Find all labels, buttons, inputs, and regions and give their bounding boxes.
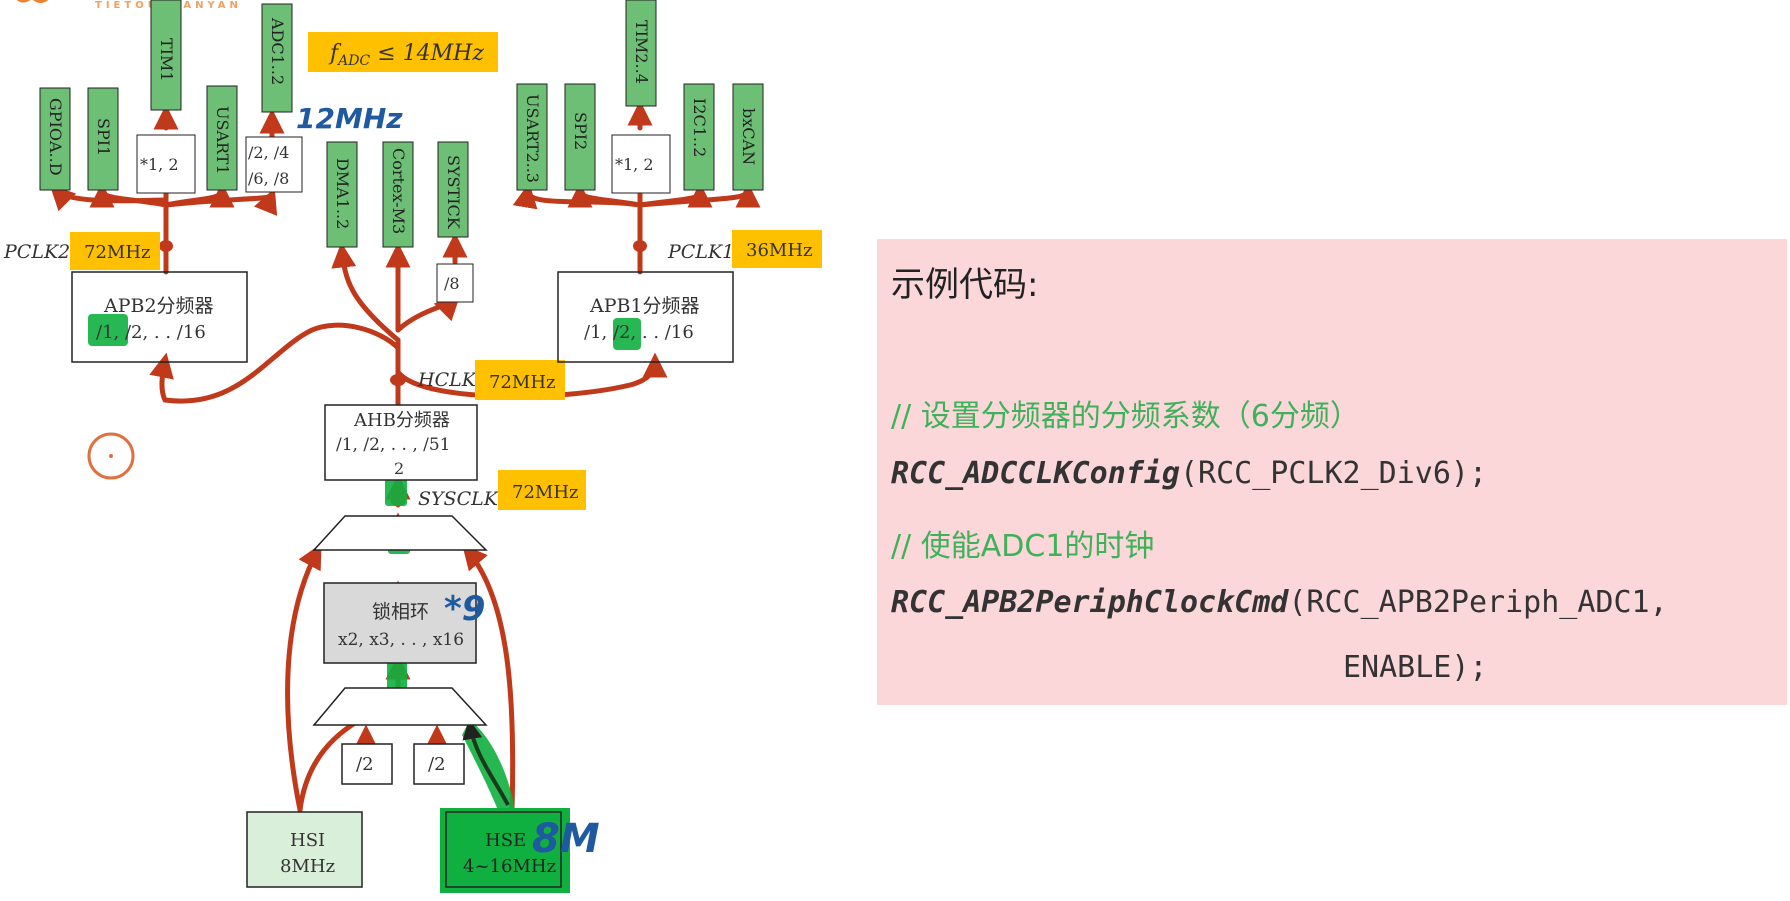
svg-text:ADC1..2: ADC1..2 xyxy=(268,17,287,85)
code-args-adcclk: (RCC_PCLK2_Div6); xyxy=(1179,456,1488,491)
clock-paths xyxy=(49,100,761,813)
ahb-prescaler: AHB分频器 /1, /2, . . , /51 2 xyxy=(324,404,478,481)
apb2-peripherals: GPIOA..D SPI1 TIM1 USART1 ADC1..2 xyxy=(39,0,293,191)
svg-text:SPI1: SPI1 xyxy=(94,118,113,156)
svg-text:APB2分频器: APB2分频器 xyxy=(103,295,214,317)
peripheral-usart23: USART2..3 xyxy=(516,83,548,191)
adc-freq-annotation: 12MHz xyxy=(296,102,403,135)
pclk2-label: PCLK2 xyxy=(3,241,70,263)
svg-text:SYSTICK: SYSTICK xyxy=(444,155,463,230)
brand-logo xyxy=(16,0,49,3)
sysclk-freq: 72MHz xyxy=(512,482,579,503)
svg-text:/2: /2 xyxy=(356,754,374,775)
pclk2-freq: 72MHz xyxy=(84,242,151,263)
hsi-div2-box: /2 xyxy=(341,743,393,785)
apb1-peripherals: USART2..3 SPI2 TIM2..4 I2C1..2 bxCAN xyxy=(516,0,764,191)
code-line-apb2clk: RCC_APB2PeriphClockCmd(RCC_APB2Periph_AD… xyxy=(891,585,1668,620)
svg-text:bxCAN: bxCAN xyxy=(739,108,758,165)
adc-prescaler-box: /2, /4 /6, /8 xyxy=(245,136,303,193)
svg-text:TIM2..4: TIM2..4 xyxy=(632,20,651,84)
sysclk-label: SYSCLK xyxy=(418,488,500,510)
svg-text:/8: /8 xyxy=(444,274,460,293)
code-panel-title: 示例代码: xyxy=(891,265,1039,305)
pll-mult-annotation: *9 xyxy=(444,589,485,629)
svg-text:*1, 2: *1, 2 xyxy=(140,155,179,174)
svg-text:8MHz: 8MHz xyxy=(280,856,335,877)
pll-block: 锁相环 x2, x3, . . , x16 xyxy=(323,582,477,664)
svg-text:HSI: HSI xyxy=(290,830,325,851)
svg-text:USART1: USART1 xyxy=(213,106,232,175)
clock-tree-diagram: fADC ≤ 14MHz GPIOA..D SPI1 TIM1 USART1 A… xyxy=(3,0,822,893)
svg-text:2: 2 xyxy=(394,459,404,478)
peripheral-gpio: GPIOA..D xyxy=(39,87,71,191)
svg-text:AHB分频器: AHB分频器 xyxy=(353,410,450,431)
svg-text:/2: /2 xyxy=(428,754,446,775)
ahb-peripherals: DMA1..2 Cortex-M3 SYSTICK xyxy=(326,141,469,248)
hclk-label: HCLK xyxy=(417,369,478,391)
peripheral-spi2: SPI2 xyxy=(564,83,596,191)
tim1-multiplier-box: *1, 2 xyxy=(136,134,196,194)
hse-div2-box: /2 xyxy=(413,743,465,785)
peripheral-dma: DMA1..2 xyxy=(326,141,358,248)
svg-text:/1, /2, . . /16: /1, /2, . . /16 xyxy=(584,322,694,343)
svg-text:DMA1..2: DMA1..2 xyxy=(333,158,352,229)
hsi-oscillator: HSI 8MHz xyxy=(246,811,363,888)
pclk1-label: PCLK1 xyxy=(667,241,734,263)
apb1-prescaler: APB1分频器 /1, /2, . . /16 xyxy=(557,271,734,363)
code-fn-adcclk: RCC_ADCCLKConfig xyxy=(891,456,1180,491)
tim24-multiplier-box: *1, 2 xyxy=(611,134,671,194)
svg-text:APB1分频器: APB1分频器 xyxy=(589,295,700,317)
svg-text:I2C1..2: I2C1..2 xyxy=(690,98,709,157)
svg-text:/1, /2, . . , /51: /1, /2, . . , /51 xyxy=(336,435,450,455)
svg-text:fADC ≤ 14MHz: fADC ≤ 14MHz xyxy=(328,41,484,69)
hclk-dot xyxy=(390,374,406,386)
code-comment-2: // 使能ADC1的时钟 xyxy=(891,529,1155,564)
svg-text:Cortex-M3: Cortex-M3 xyxy=(389,148,408,234)
systick-div-box: /8 xyxy=(436,263,474,303)
hclk-freq: 72MHz xyxy=(489,372,556,393)
cursor-indicator xyxy=(87,432,135,480)
code-args-apb2clk: (RCC_APB2Periph_ADC1, xyxy=(1288,585,1668,620)
pclk2-dot xyxy=(159,240,173,252)
peripheral-adc: ADC1..2 xyxy=(261,3,293,113)
svg-text:SPI2: SPI2 xyxy=(571,112,590,150)
peripheral-tim24: TIM2..4 xyxy=(625,0,657,107)
sysclk-label-group: SYSCLK 72MHz xyxy=(418,470,586,510)
svg-text:GPIOA..D: GPIOA..D xyxy=(46,98,65,176)
sysclk-mux xyxy=(312,515,488,551)
pll-source-mux xyxy=(312,687,488,726)
svg-text:/6, /8: /6, /8 xyxy=(248,169,289,188)
svg-text:*1, 2: *1, 2 xyxy=(615,155,654,174)
pclk1-dot xyxy=(633,240,647,252)
hse-freq-annotation: 8M xyxy=(532,816,600,862)
hclk-label-group: HCLK 72MHz xyxy=(417,360,565,400)
svg-text:/2, /4: /2, /4 xyxy=(248,143,289,162)
svg-text:HSE: HSE xyxy=(485,830,526,851)
peripheral-tim1: TIM1 xyxy=(150,0,182,111)
code-comment-1: // 设置分频器的分频系数（6分频） xyxy=(891,399,1360,434)
apb2-prescaler: APB2分频器 /1, /2, . . /16 xyxy=(71,271,248,363)
code-fn-apb2clk: RCC_APB2PeriphClockCmd xyxy=(891,585,1289,620)
code-line-adcclk: RCC_ADCCLKConfig(RCC_PCLK2_Div6); xyxy=(891,456,1487,491)
pclk1-freq: 36MHz xyxy=(746,240,813,261)
peripheral-i2c: I2C1..2 xyxy=(683,83,715,191)
example-code-panel: 示例代码: // 设置分频器的分频系数（6分频） RCC_ADCCLKConfi… xyxy=(877,239,1787,705)
code-line-enable: ENABLE); xyxy=(1343,650,1488,685)
peripheral-systick: SYSTICK xyxy=(437,141,469,238)
fadc-badge: fADC ≤ 14MHz xyxy=(308,32,498,72)
svg-text:4~16MHz: 4~16MHz xyxy=(463,856,556,877)
svg-text:TIM1: TIM1 xyxy=(157,38,176,82)
svg-text:USART2..3: USART2..3 xyxy=(523,94,542,183)
peripheral-spi1: SPI1 xyxy=(87,87,119,191)
peripheral-usart1: USART1 xyxy=(206,85,238,191)
svg-text:/1, /2, . . /16: /1, /2, . . /16 xyxy=(96,322,206,343)
pclk2-label-group: PCLK2 72MHz xyxy=(3,232,160,270)
svg-text:锁相环: 锁相环 xyxy=(372,601,429,623)
pclk1-label-group: PCLK1 36MHz xyxy=(667,230,822,268)
hse-dark-arrow xyxy=(462,719,510,806)
hse-oscillator: HSE 4~16MHz xyxy=(440,808,570,893)
peripheral-cortex: Cortex-M3 xyxy=(382,141,414,248)
svg-text:x2, x3, . . , x16: x2, x3, . . , x16 xyxy=(338,630,464,650)
peripheral-bxcan: bxCAN xyxy=(732,83,764,191)
